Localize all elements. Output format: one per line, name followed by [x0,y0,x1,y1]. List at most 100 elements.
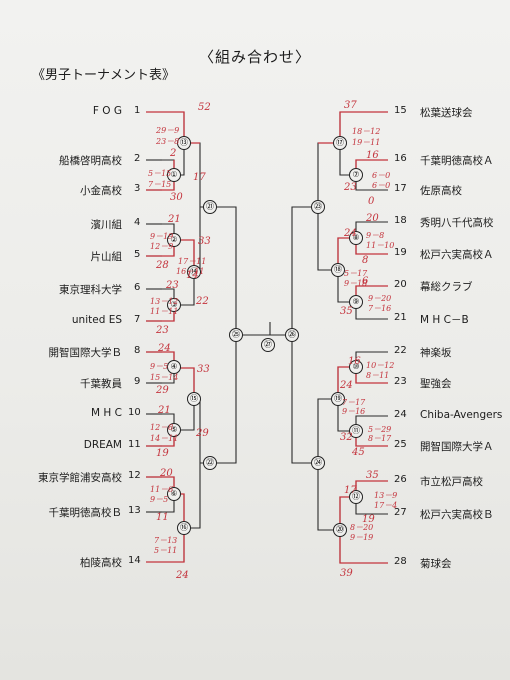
handwritten-score: 18－12 [352,127,381,136]
handwritten-score: 9－16 [342,407,366,416]
handwritten-score: 23 [166,280,179,291]
match-number-badge: ① [167,168,181,182]
handwritten-score: 13－12 [150,297,179,306]
handwritten-score: 9－5 [150,495,169,504]
handwritten-score: 17－11 [178,257,207,266]
handwritten-score: 9－18 [344,279,368,288]
handwritten-score: 19 [362,514,375,525]
handwritten-score: 8－20 [350,523,374,532]
handwritten-score: 33 [197,364,210,375]
handwritten-score: 11－10 [366,241,395,250]
match-number-badge: ⑫ [349,490,363,504]
page-title: 〈組み合わせ〉 [198,48,311,66]
team-name-right: 開智国際大学Ａ [420,441,494,453]
match-number-badge: ⑰ [333,136,347,150]
seed-number: 27 [394,507,407,518]
seed-number: 4 [134,217,141,228]
winner-path [339,480,388,564]
seed-number: 20 [394,279,407,290]
seed-number: 2 [134,153,141,164]
handwritten-score: 19－11 [352,138,381,147]
match-number-badge: ㉑ [203,200,217,214]
seed-number: 12 [128,470,141,481]
seed-number: 16 [394,153,407,164]
team-name-right: 佐原高校 [420,185,462,197]
match-number-badge: ⑤ [167,423,181,437]
seed-number: 17 [394,183,407,194]
team-name-left: 東京理科大学 [59,284,122,296]
handwritten-score: 19 [156,448,169,459]
handwritten-score: 29 [196,428,209,439]
handwritten-score: 16 [366,150,379,161]
handwritten-score: 5－15 [148,169,172,178]
team-name-left: F O G [92,105,122,117]
handwritten-score: 29－9 [156,126,180,135]
handwritten-score: 11－11 [150,307,179,316]
team-name-left: 片山組 [90,251,123,263]
final-right [269,322,292,336]
seed-number: 21 [394,312,407,323]
handwritten-score: 9－5 [150,362,169,371]
handwritten-score: 24 [344,228,357,239]
handwritten-score: 13－9 [374,491,398,500]
team-name-right: 秀明八千代高校 [420,217,494,229]
handwritten-score: 16－11 [176,267,205,276]
seed-number: 15 [394,105,407,116]
handwritten-score: 2 [170,148,177,159]
handwritten-score: 28 [156,260,169,271]
handwritten-score: 15－14 [150,373,179,382]
seed-number: 23 [394,376,407,387]
handwritten-score: 17 [344,485,357,496]
handwritten-score: 8－11 [366,371,390,380]
match-number-badge: ⑭ [187,265,201,279]
winner-path [146,476,185,563]
handwritten-score: 8 [362,255,369,266]
winner-path [146,111,200,144]
team-name-right: 聖強会 [420,378,452,390]
team-name-right: M H C－B [420,314,469,326]
handwritten-score: 9－19 [150,232,174,241]
team-name-right: 市立松戸高校 [420,476,483,488]
handwritten-score: 10－12 [366,361,395,370]
handwritten-score: 23 [156,325,169,336]
team-name-left: 千葉明徳高校Ｂ [48,507,123,519]
handwritten-score: 7－17 [342,398,366,407]
team-name-right: 松葉送球会 [420,107,473,119]
handwritten-score: 52 [198,102,211,113]
match-number-badge: ④ [167,360,181,374]
team-name-left: 東京学館浦安高校 [38,472,122,484]
seed-number: 22 [394,345,407,356]
seed-number: 18 [394,215,407,226]
handwritten-score: 45 [352,447,365,458]
match-line-21 [184,142,201,273]
seed-number: 24 [394,409,407,420]
handwritten-score: 17 [193,172,206,183]
match-line-22 [184,398,201,529]
seed-number: 10 [128,407,141,418]
handwritten-score: 23 [344,182,357,193]
seed-number: 1 [134,105,141,116]
handwritten-score: 12－8 [150,423,174,432]
handwritten-score: 6 [362,276,369,287]
match-number-badge: ⑩ [349,360,363,374]
match-number-badge: ⑳ [333,523,347,537]
team-name-right: 松戸六実高校Ａ [420,249,494,261]
handwritten-score: 12－9 [150,242,174,251]
match-number-badge: ㉕ [229,328,243,342]
seed-number: 7 [134,314,141,325]
handwritten-score: 17－4 [374,501,398,510]
match-number-badge: ⑥ [167,487,181,501]
handwritten-score: 20 [160,468,173,479]
team-name-right: Chiba-Avengers [420,409,503,421]
match-number-badge: ㉔ [311,456,325,470]
match-number-badge: ⑦ [349,168,363,182]
handwritten-score: 30 [170,192,183,203]
seed-number: 19 [394,247,407,258]
handwritten-score: 23－8 [156,137,180,146]
match-number-badge: ⑱ [331,263,345,277]
handwritten-score: 33 [198,236,211,247]
seed-number: 11 [128,439,141,450]
team-name-left: 濱川組 [90,219,123,231]
match-number-badge: ⑧ [349,231,363,245]
